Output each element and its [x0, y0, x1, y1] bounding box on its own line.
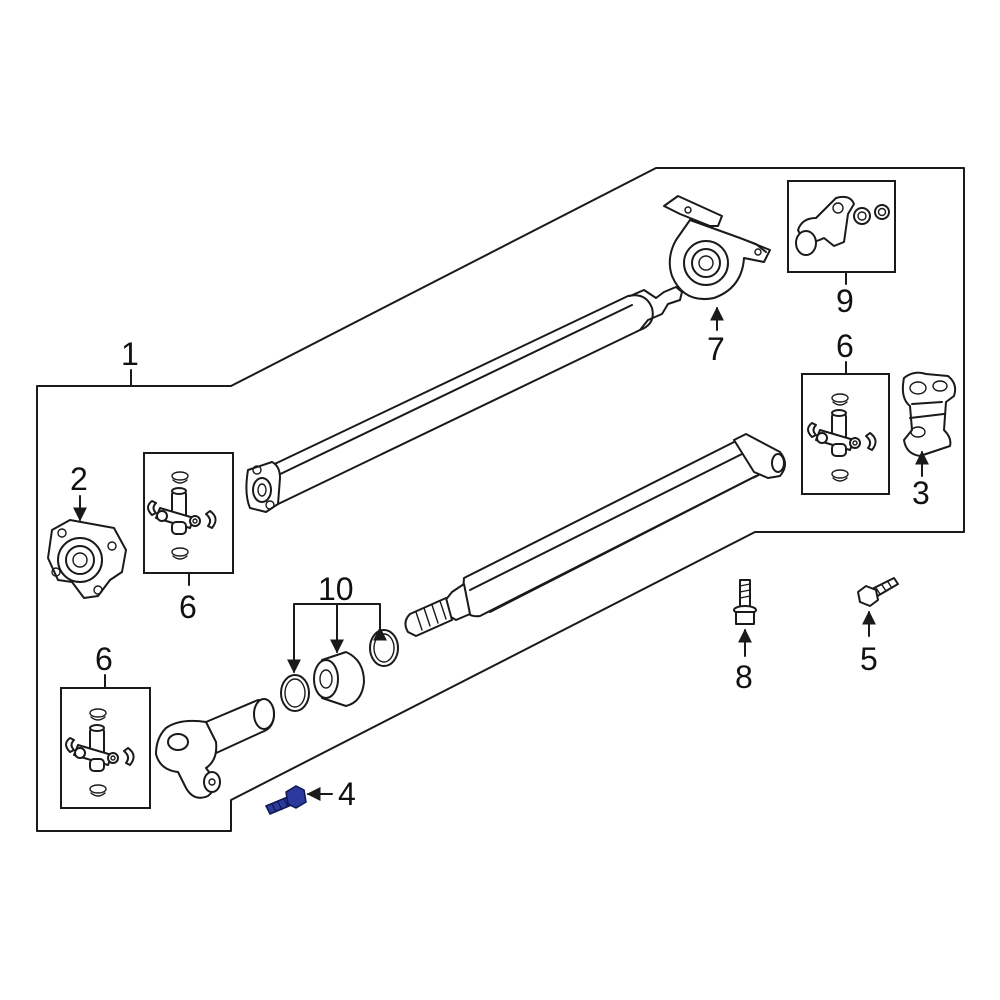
- part-6-box-lower-left: [60, 687, 151, 809]
- universal-joint-kit-right: [807, 393, 877, 482]
- part-6-box-right: [801, 373, 890, 495]
- front-slip-tube: [155, 698, 275, 799]
- part-9-box: [787, 180, 896, 273]
- damper-kit: [280, 629, 399, 712]
- bolt-8: [733, 579, 757, 625]
- bolt-5: [857, 577, 899, 607]
- callout-6-right: 6: [836, 328, 854, 364]
- callout-3: 3: [912, 475, 930, 511]
- flange-yoke-kit: [795, 195, 890, 256]
- bolt-4-highlighted: [264, 785, 307, 815]
- callout-8: 8: [735, 659, 753, 695]
- center-support-bearing: [663, 195, 771, 300]
- callout-6-upper-left: 6: [179, 589, 197, 625]
- callout-9: 9: [836, 283, 854, 319]
- front-propeller-shaft: [245, 286, 683, 513]
- callout-1: 1: [121, 336, 139, 372]
- callout-4: 4: [338, 776, 356, 812]
- callout-7: 7: [707, 331, 725, 367]
- companion-flange: [47, 519, 127, 599]
- callout-5: 5: [860, 641, 878, 677]
- rear-propeller-shaft: [404, 433, 786, 637]
- universal-joint-kit-lower-left: [65, 708, 135, 797]
- callout-10: 10: [318, 571, 354, 607]
- slip-yoke: [901, 371, 957, 457]
- assembly-outline: [36, 167, 965, 832]
- universal-joint-kit-upper-left: [147, 471, 217, 560]
- callout-6-lower-left: 6: [95, 641, 113, 677]
- callout-2: 2: [70, 461, 88, 497]
